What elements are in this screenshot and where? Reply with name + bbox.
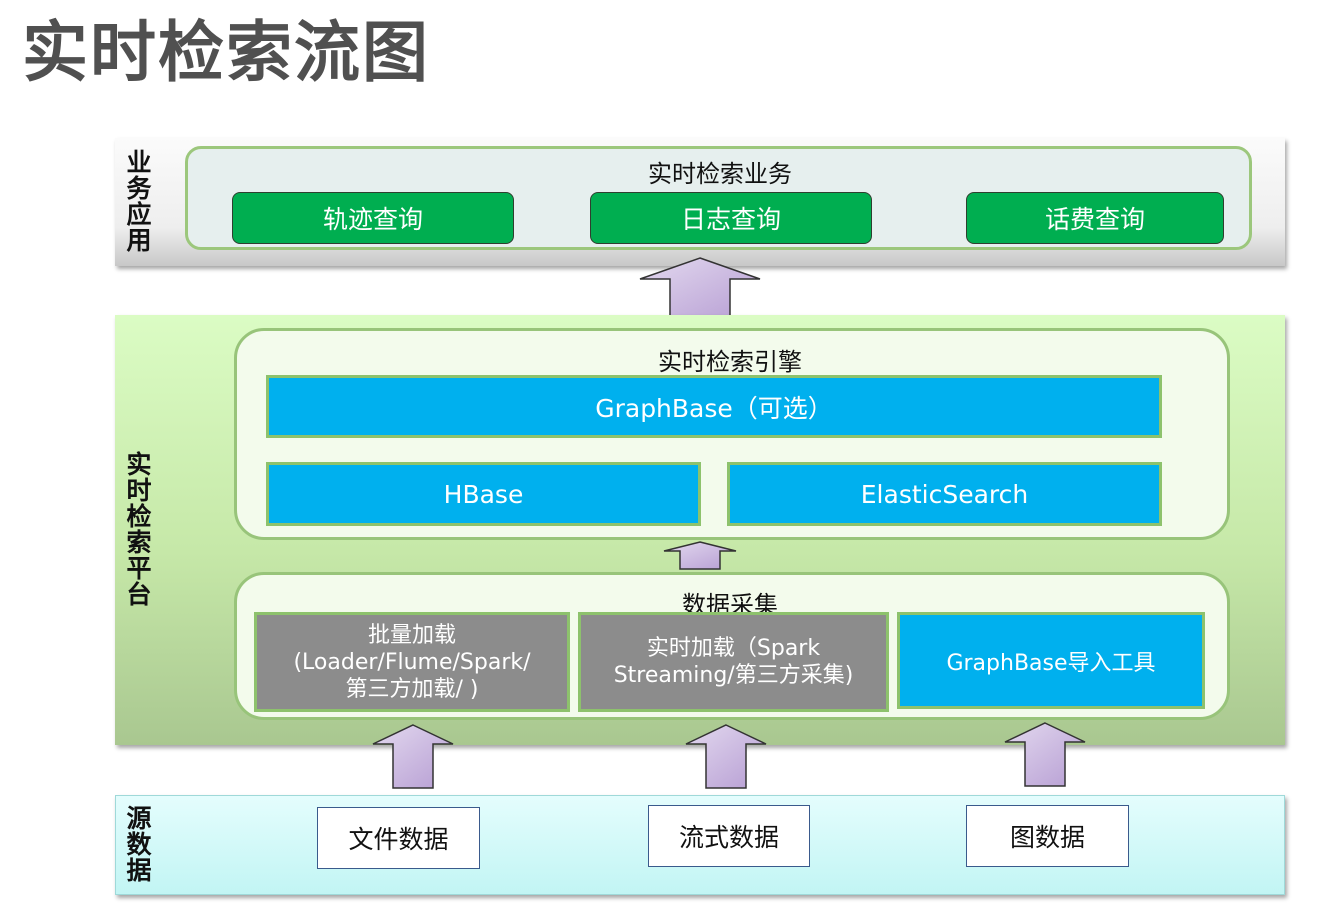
file-data-box[interactable]: 文件数据 — [317, 807, 480, 869]
graphbase-box[interactable]: GraphBase（可选） — [266, 375, 1162, 438]
up-arrow-icon — [1004, 722, 1086, 787]
batch-load-box[interactable]: 批量加载 (Loader/Flume/Spark/ 第三方加载/ ) — [254, 612, 570, 712]
up-arrow-icon — [372, 724, 454, 789]
source-layer-label: 源数据 — [126, 804, 152, 885]
business-section-title: 实时检索业务 — [648, 160, 792, 188]
search-engine-title: 实时检索引擎 — [658, 348, 802, 376]
platform-layer-label: 实时检索平台 — [126, 450, 152, 609]
up-arrow-icon — [663, 541, 737, 570]
query-trajectory-button[interactable]: 轨迹查询 — [232, 192, 514, 244]
page-title: 实时检索流图 — [22, 14, 430, 91]
graph-data-box[interactable]: 图数据 — [966, 805, 1129, 867]
up-arrow-icon — [639, 257, 761, 321]
realtime-load-box[interactable]: 实时加载（Spark Streaming/第三方采集) — [578, 612, 889, 712]
query-log-button[interactable]: 日志查询 — [590, 192, 872, 244]
business-layer-label: 业务应用 — [126, 148, 152, 255]
graphbase-import-tool-box[interactable]: GraphBase导入工具 — [897, 612, 1205, 709]
up-arrow-icon — [685, 724, 767, 789]
hbase-box[interactable]: HBase — [266, 462, 701, 526]
elasticsearch-box[interactable]: ElasticSearch — [727, 462, 1162, 526]
query-billing-button[interactable]: 话费查询 — [966, 192, 1224, 244]
stream-data-box[interactable]: 流式数据 — [648, 805, 810, 867]
